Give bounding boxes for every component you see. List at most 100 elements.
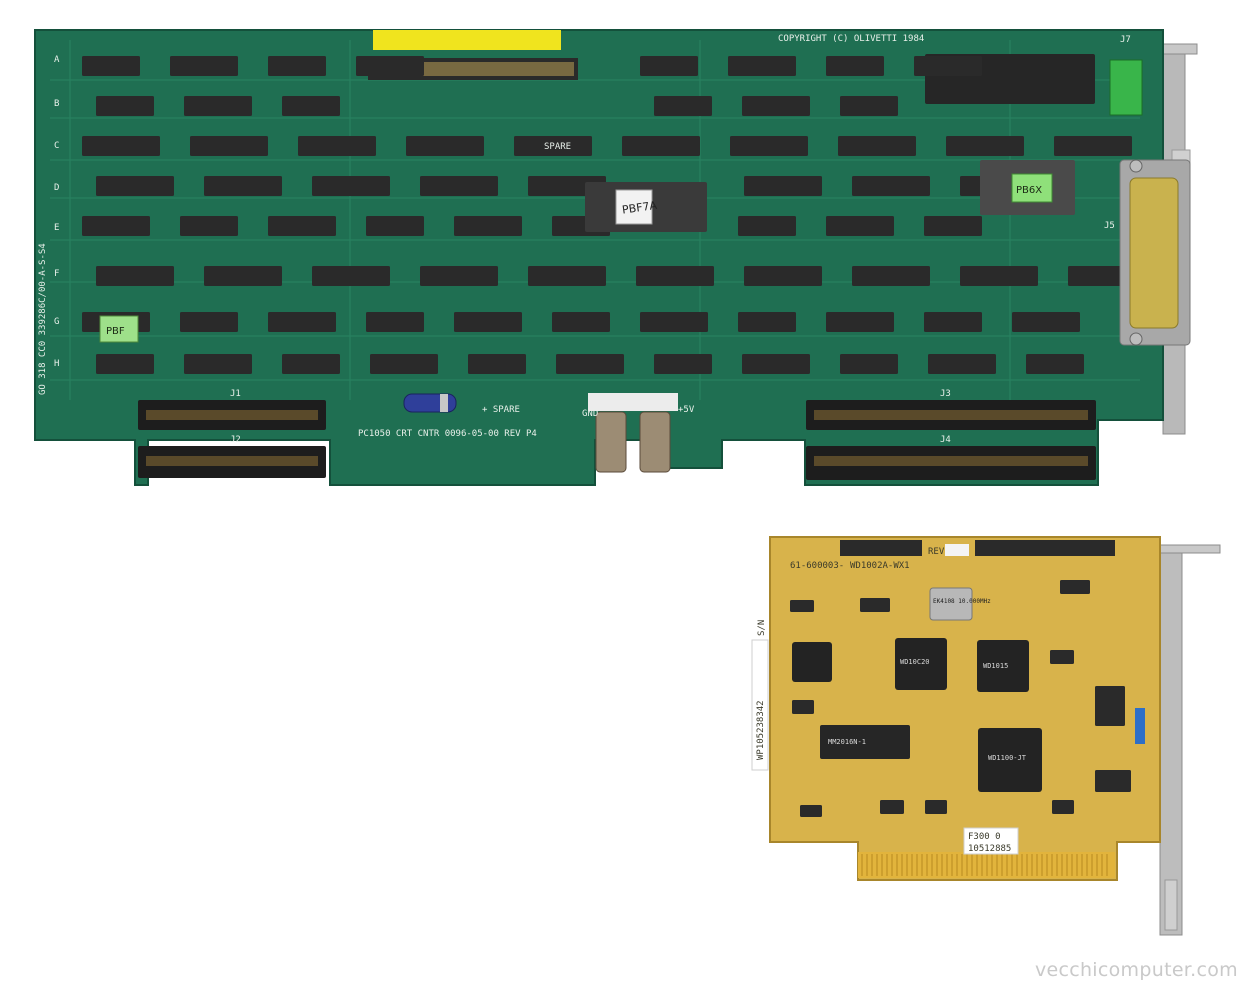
dip-chip [826,216,894,236]
hd-controller-board: WP105238342 F300 0 10512885 61-600003- W… [751,536,1221,936]
row-f: F [54,269,59,279]
hd-part-number: 61-600003- [790,561,844,571]
hd-plcc-chip-4 [792,642,832,682]
dip-chip [454,312,522,332]
dip-chip [654,96,712,116]
dip-chip [82,136,160,156]
dip-chip [1026,354,1084,374]
dip-chip [852,176,930,196]
crt-copyright-text: COPYRIGHT (C) OLIVETTI 1984 [778,34,924,44]
dip-chip [420,176,498,196]
dip-chip [356,56,424,76]
hd-plcc-chip-3 [978,728,1042,792]
dip-chip [880,800,904,814]
dip-chip [282,354,340,374]
dip-chip [792,700,814,714]
dip-chip [622,136,700,156]
dip-chip [528,266,606,286]
crt-eprom-2-label: PB6X [1016,185,1042,196]
dip-chip [268,312,336,332]
crt-connector-j2 [138,446,326,478]
dip-chip [468,354,526,374]
crt-side-code: GO 318 CC0 339286C/00-A-S-S4 [38,243,48,395]
dip-chip [744,176,822,196]
dip-chip [730,136,808,156]
hd-chip-wd-2-label: WD1015 [983,662,1008,670]
dip-chip [312,176,390,196]
dip-chip [744,266,822,286]
dip-chip [184,96,252,116]
dip-chip [96,266,174,286]
hd-sn-label: S/N [757,620,767,636]
dip-chip [298,136,376,156]
hd-f300-sticker: F300 0 10512885 [963,827,1019,855]
crt-green-jumper [1109,59,1143,116]
crt-eprom-1: PBF7A [585,182,707,232]
dip-chip [420,266,498,286]
crt-connector-j1 [138,400,326,430]
dip-chip [1050,650,1074,664]
dip-chip [914,56,982,76]
dip-chip [406,136,484,156]
crt-db25-connector [1119,159,1191,346]
label-j3: J3 [940,389,951,399]
crt-spare-label: SPARE [544,142,571,152]
hd-plcc-chip-1 [895,638,947,690]
dip-chip [840,354,898,374]
hd-chip-wd-label: WD10C20 [900,658,930,666]
dip-chip [654,354,712,374]
dip-chip [636,266,714,286]
dip-chip [840,96,898,116]
row-b: B [54,99,59,109]
dip-chip [184,354,252,374]
row-c: C [54,141,59,151]
hd-pin-header-right [975,540,1115,556]
row-d: D [54,183,59,193]
dip-chip [190,136,268,156]
hd-crystal-label: EK4108 10.000MHz [933,598,991,605]
hd-blue-jumper [1135,708,1145,744]
dip-chip [640,312,708,332]
hd-edge-finger-lines [861,854,1108,876]
hd-chip-ram-label: MM2016N-1 [828,738,866,746]
dip-chip [366,216,424,236]
hd-plcc-chip-2 [977,640,1029,692]
hd-serial-sticker: WP105238342 [751,639,769,771]
crt-spare-label-2: + SPARE [482,405,520,415]
row-h: H [54,359,59,369]
dip-chip [1012,312,1080,332]
dip-chip [946,136,1024,156]
dip-chip [826,312,894,332]
hd-pin-header-left [840,540,922,556]
dip-chip [838,136,916,156]
dip-chip [960,266,1038,286]
hd-pcb [769,536,1161,881]
crt-connector-j4 [806,446,1096,480]
hd-serial-text: WP105238342 [756,700,766,760]
dip-chip [738,312,796,332]
dip-chip [82,216,150,236]
dip-chip [366,312,424,332]
dip-chip [728,56,796,76]
hd-chip-main-label: WD1100-JT [988,754,1027,762]
row-e: E [54,223,59,233]
dip-chip [852,266,930,286]
dip-chip [742,96,810,116]
hd-chip-array [790,580,1131,817]
dip-chip [170,56,238,76]
dip-chip [742,354,810,374]
label-j7: J7 [1120,35,1131,45]
dip-chip [82,56,140,76]
crt-connector-labels: J1 J2 J3 J4 J5 J7 [230,35,1131,445]
dip-chip [738,216,796,236]
crt-controller-board: PBF7A PB6X PBF [34,29,1198,486]
label-j2: J2 [230,435,241,445]
hd-sticker-f: F300 0 [968,832,1001,842]
label-j5: J5 [1104,221,1115,231]
crt-capacitor [403,393,457,413]
watermark-text: vecchicomputer.com [1034,959,1238,981]
dip-chip [282,96,340,116]
hd-crystal [929,587,973,621]
row-g: G [54,317,59,327]
dip-chip [925,800,947,814]
